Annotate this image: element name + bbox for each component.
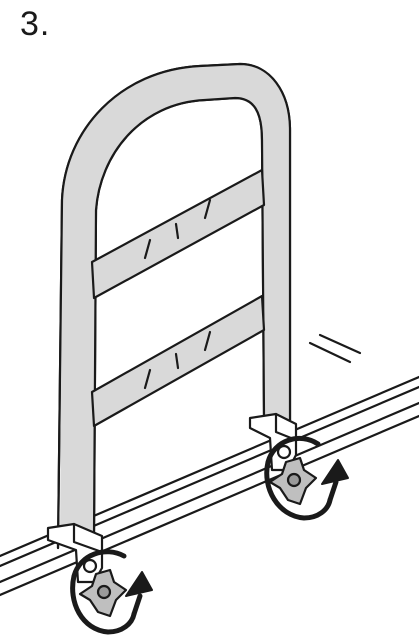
strap-top bbox=[92, 170, 264, 298]
strap-bottom bbox=[92, 296, 264, 426]
